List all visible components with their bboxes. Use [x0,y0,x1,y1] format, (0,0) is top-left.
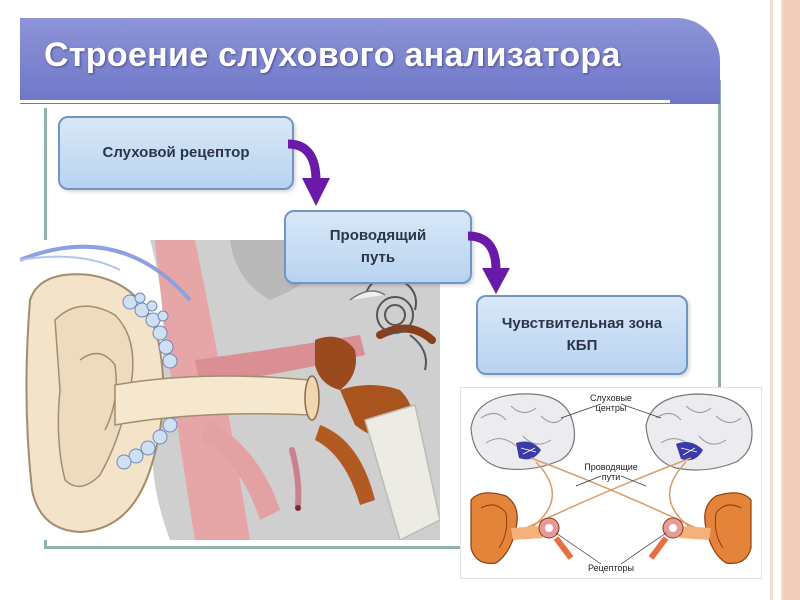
curved-down-arrow-icon [467,231,510,294]
label-receptors: Рецепторы [587,563,635,573]
right-ear [648,492,752,565]
curved-down-arrow-icon [287,139,330,206]
flow-box-receptor: Слуховой рецептор [58,116,294,190]
eustachian-tube [364,404,440,540]
label-auditory-centers: Слуховые центры [590,393,632,413]
flow-box-label: Слуховой рецептор [102,144,250,161]
auditory-pathway-illustration [470,393,753,565]
flow-box-label: Проводящий путь [329,227,427,266]
right-brain [645,393,753,471]
flow-box-label: Чувствительная зона КБП [501,315,663,354]
label-pointers [555,403,667,565]
auditory-pathway-panel: Слуховые центры Проводящие пути Рецептор… [460,387,762,579]
frame-line-bottom [44,546,720,549]
side-decoration-stripe [773,0,781,600]
frame-line-right [718,80,721,390]
ear-anatomy-illustration [20,240,440,540]
left-ear [470,492,574,565]
ossicles [315,336,356,390]
flow-box-conducting-path: Проводящий путь [284,210,472,284]
title-underline [20,100,670,103]
side-decoration-edge [783,0,800,600]
label-conducting-paths: Проводящие пути [584,462,638,482]
page-title: Строение слухового анализатора [44,36,621,74]
left-brain [470,393,576,470]
title-banner [20,18,720,104]
flow-box-sensory-zone: Чувствительная зона КБП [476,295,688,375]
